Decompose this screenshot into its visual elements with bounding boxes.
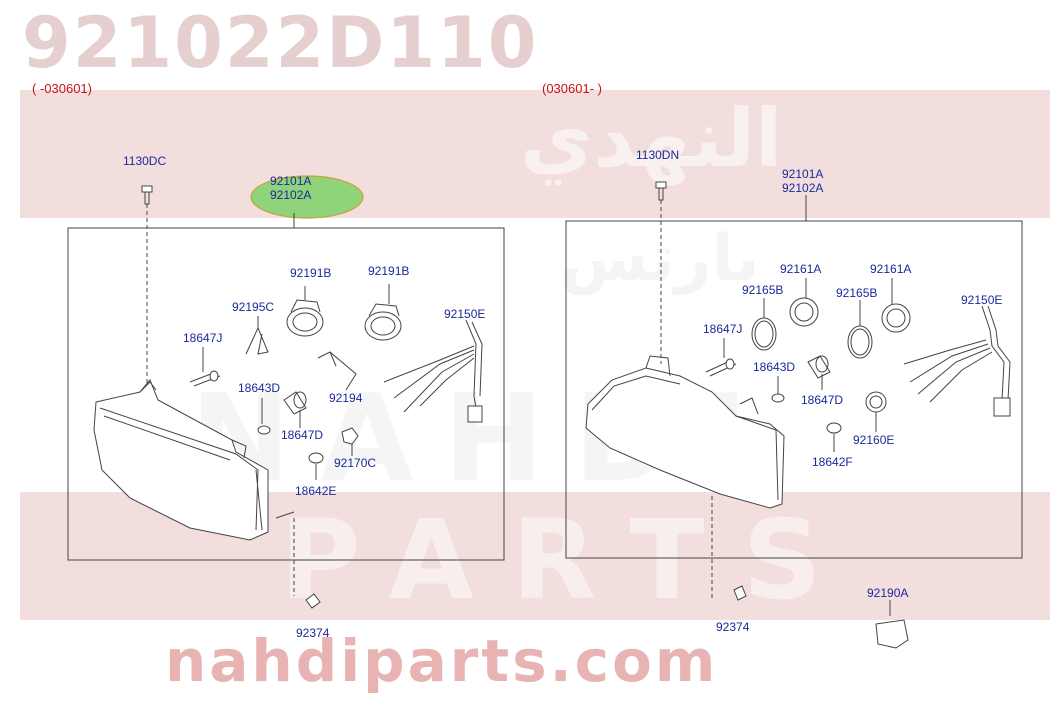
harness-right xyxy=(903,305,1011,417)
ring-right-a xyxy=(751,298,777,351)
bulb-left-d xyxy=(308,452,324,480)
callout-left-clip: 92195C xyxy=(232,300,275,314)
callout-right-bulb-b: 18643D xyxy=(753,360,796,374)
headlamp-left xyxy=(93,379,269,541)
bulb-left-b xyxy=(257,398,271,435)
callout-right-socket-b: 92161A xyxy=(870,262,912,276)
callout-right-bulb-d: 18642F xyxy=(812,455,853,469)
clip-left xyxy=(245,316,269,355)
callout-right-assembly-2: 92102A xyxy=(782,181,824,195)
callout-left-socket-b: 92191B xyxy=(368,264,410,278)
callout-right-socket-a: 92161A xyxy=(780,262,822,276)
bulb-right-d xyxy=(826,422,842,452)
harness-left xyxy=(383,319,483,423)
left-panel-frame xyxy=(67,227,505,561)
callout-right-assembly-1: 92101A xyxy=(782,167,824,181)
spring-left xyxy=(317,351,357,391)
callout-left-bulb-a: 18647J xyxy=(183,331,223,345)
holder-right xyxy=(865,391,887,432)
bulb-right-a xyxy=(705,338,737,377)
highlight-ellipse xyxy=(250,175,364,219)
callout-right-bolt-top: 1130DN xyxy=(636,148,680,162)
callout-left-bulb-d: 18642E xyxy=(295,484,337,498)
bolt-bottom-left xyxy=(275,511,321,609)
callout-right-ring-a: 92165B xyxy=(742,283,784,297)
range-label-right: (030601- ) xyxy=(542,81,602,96)
socket-right-a xyxy=(789,278,819,327)
socket-right-b xyxy=(881,278,911,333)
callout-left-bulb-b: 18643D xyxy=(238,381,281,395)
callout-right-holder: 92160E xyxy=(853,433,895,447)
headlamp-right xyxy=(585,355,785,509)
bulb-left-c xyxy=(283,391,307,428)
socket-left-a xyxy=(286,286,324,337)
callout-left-harness: 92150E xyxy=(444,307,486,321)
callout-right-bulb-a: 18647J xyxy=(703,322,743,336)
callout-right-bolt-bottom: 92374 xyxy=(716,620,750,634)
left-panel xyxy=(67,175,505,609)
ring-right-b xyxy=(847,300,873,359)
callout-left-holder: 92170C xyxy=(334,456,377,470)
callout-left-bolt-bottom: 92374 xyxy=(296,626,330,640)
watermark-band-top xyxy=(20,90,1050,218)
part-number-watermark: 921022D110 xyxy=(22,2,539,84)
bulb-left-a xyxy=(189,347,221,387)
callout-left-assembly-2: 92102A xyxy=(270,188,312,202)
socket-left-b xyxy=(364,284,402,341)
callout-right-motor: 92190A xyxy=(867,586,909,600)
callout-right-harness: 92150E xyxy=(961,293,1003,307)
watermark-site: nahdiparts.com xyxy=(165,627,719,695)
bulb-right-c xyxy=(807,355,831,390)
leveling-motor xyxy=(875,600,909,649)
callout-right-ring-b: 92165B xyxy=(836,286,878,300)
callout-left-spring: 92194 xyxy=(329,391,363,405)
callout-right-bulb-c: 18647D xyxy=(801,393,844,407)
callout-left-socket-a: 92191B xyxy=(290,266,332,280)
bolt-top-left xyxy=(141,185,153,390)
bolt-bottom-right xyxy=(711,496,747,601)
callout-left-bulb-c: 18647D xyxy=(281,428,324,442)
watermark-arabic-2: بارتس xyxy=(560,222,760,296)
callout-left-bolt-top: 1130DC xyxy=(123,154,167,168)
callout-left-assembly-1: 92101A xyxy=(270,174,312,188)
bulb-right-b xyxy=(771,376,785,403)
right-panel xyxy=(565,181,1023,649)
range-label-left: ( -030601) xyxy=(32,81,92,96)
watermark-arabic: النهدي xyxy=(520,92,783,185)
bolt-top-right xyxy=(655,181,667,364)
right-panel-frame xyxy=(565,220,1023,559)
holder-left xyxy=(341,427,359,456)
